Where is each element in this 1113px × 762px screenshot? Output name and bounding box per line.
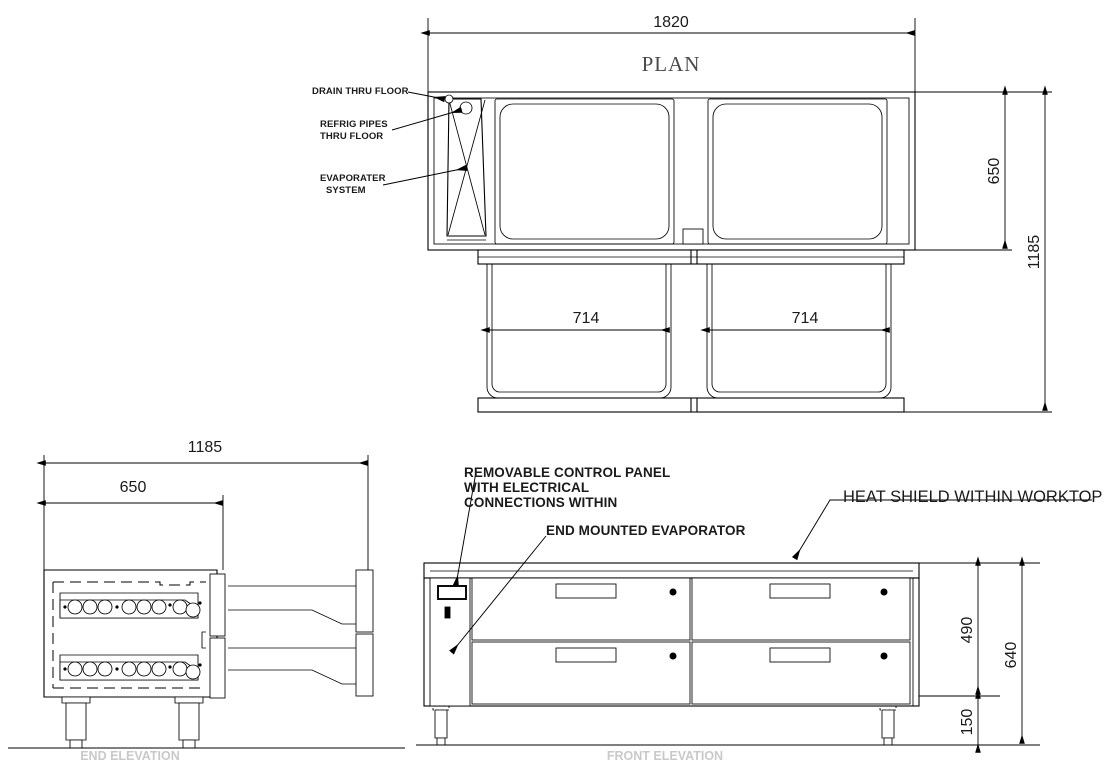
footer-label-front-elevation: FRONT ELEVATION — [607, 749, 723, 762]
annotation-evaporator-line2: SYSTEM — [326, 185, 366, 196]
annotation-heat-shield: HEAT SHIELD WITHIN WORKTOP — [843, 488, 1102, 506]
dim-label-714-right: 714 — [792, 310, 819, 327]
annotation-evaporator-line1: EVAPORATER — [320, 173, 386, 184]
dim-label-1820: 1820 — [653, 14, 689, 31]
dim-label-640: 640 — [1003, 642, 1020, 669]
dim-front-640 — [919, 556, 1040, 746]
plan-drawer-extended-left — [486, 264, 672, 399]
plan-drawer-top-left — [494, 98, 675, 245]
plan-center-latch — [682, 228, 704, 245]
plan-view — [382, 18, 1052, 413]
dim-label-714-left: 714 — [573, 310, 600, 327]
end-center-bracket — [201, 631, 206, 649]
dim-end-1185 — [36, 455, 369, 575]
end-leg-left — [61, 696, 91, 749]
end-drawer-front-lower — [209, 637, 226, 699]
dim-end-650 — [36, 495, 224, 570]
front-drawer-top-right — [691, 577, 911, 641]
annotation-control-panel-line2: WITH ELECTRICAL — [464, 480, 589, 495]
front-annotation-leaders — [449, 471, 1092, 655]
front-leg-right — [879, 705, 897, 746]
annotation-refrig-pipes-line1: REFRIG PIPES — [320, 119, 388, 130]
annotation-end-mounted-evaporator: END MOUNTED EVAPORATOR — [546, 523, 746, 538]
end-drawer-front-upper — [209, 573, 226, 637]
end-drawer-slide-upper — [59, 592, 202, 619]
annotation-control-panel-line1: REMOVABLE CONTROL PANEL — [464, 465, 670, 480]
end-drawer-slide-lower — [59, 654, 202, 681]
front-control-panel — [429, 577, 471, 707]
front-drawer-top-left — [471, 577, 691, 641]
front-drawer-bottom-right — [691, 641, 911, 705]
plan-view-title: PLAN — [642, 52, 701, 76]
annotation-drain-thru-floor: DRAIN THRU FLOOR — [312, 86, 409, 97]
end-elevation-view — [8, 455, 405, 749]
end-drawer-extension-lines — [228, 585, 360, 685]
dim-label-650-end: 650 — [120, 479, 147, 496]
plan-bottom-rail — [477, 397, 905, 413]
footer-label-end-elevation: END ELEVATION — [80, 749, 180, 762]
end-extended-front-upper — [355, 569, 374, 633]
annotation-control-panel-line3: CONNECTIONS WITHIN — [464, 495, 617, 510]
dim-plan-width-1820 — [420, 18, 916, 92]
front-leg-left — [432, 705, 450, 746]
plan-front-rail — [477, 249, 905, 265]
dim-label-650-plan: 650 — [986, 158, 1003, 185]
front-drawer-bottom-left — [471, 641, 691, 705]
plan-drawer-extended-right — [706, 264, 892, 399]
front-worktop — [423, 562, 920, 579]
end-leg-right — [174, 696, 204, 749]
plan-annotation-leaders — [382, 91, 468, 186]
annotation-refrig-pipes-line2: THRU FLOOR — [320, 131, 383, 142]
dim-label-490: 490 — [959, 617, 976, 644]
dim-label-150: 150 — [959, 709, 976, 736]
dim-plan-depth-1185 — [904, 85, 1052, 413]
dim-label-1185-end: 1185 — [188, 439, 223, 456]
plan-cabinet-body — [427, 91, 916, 251]
end-extended-front-lower — [355, 633, 374, 697]
dim-label-1185-plan: 1185 — [1026, 235, 1043, 270]
front-elevation-view — [416, 471, 1092, 753]
plan-drawer-top-right — [707, 98, 888, 245]
